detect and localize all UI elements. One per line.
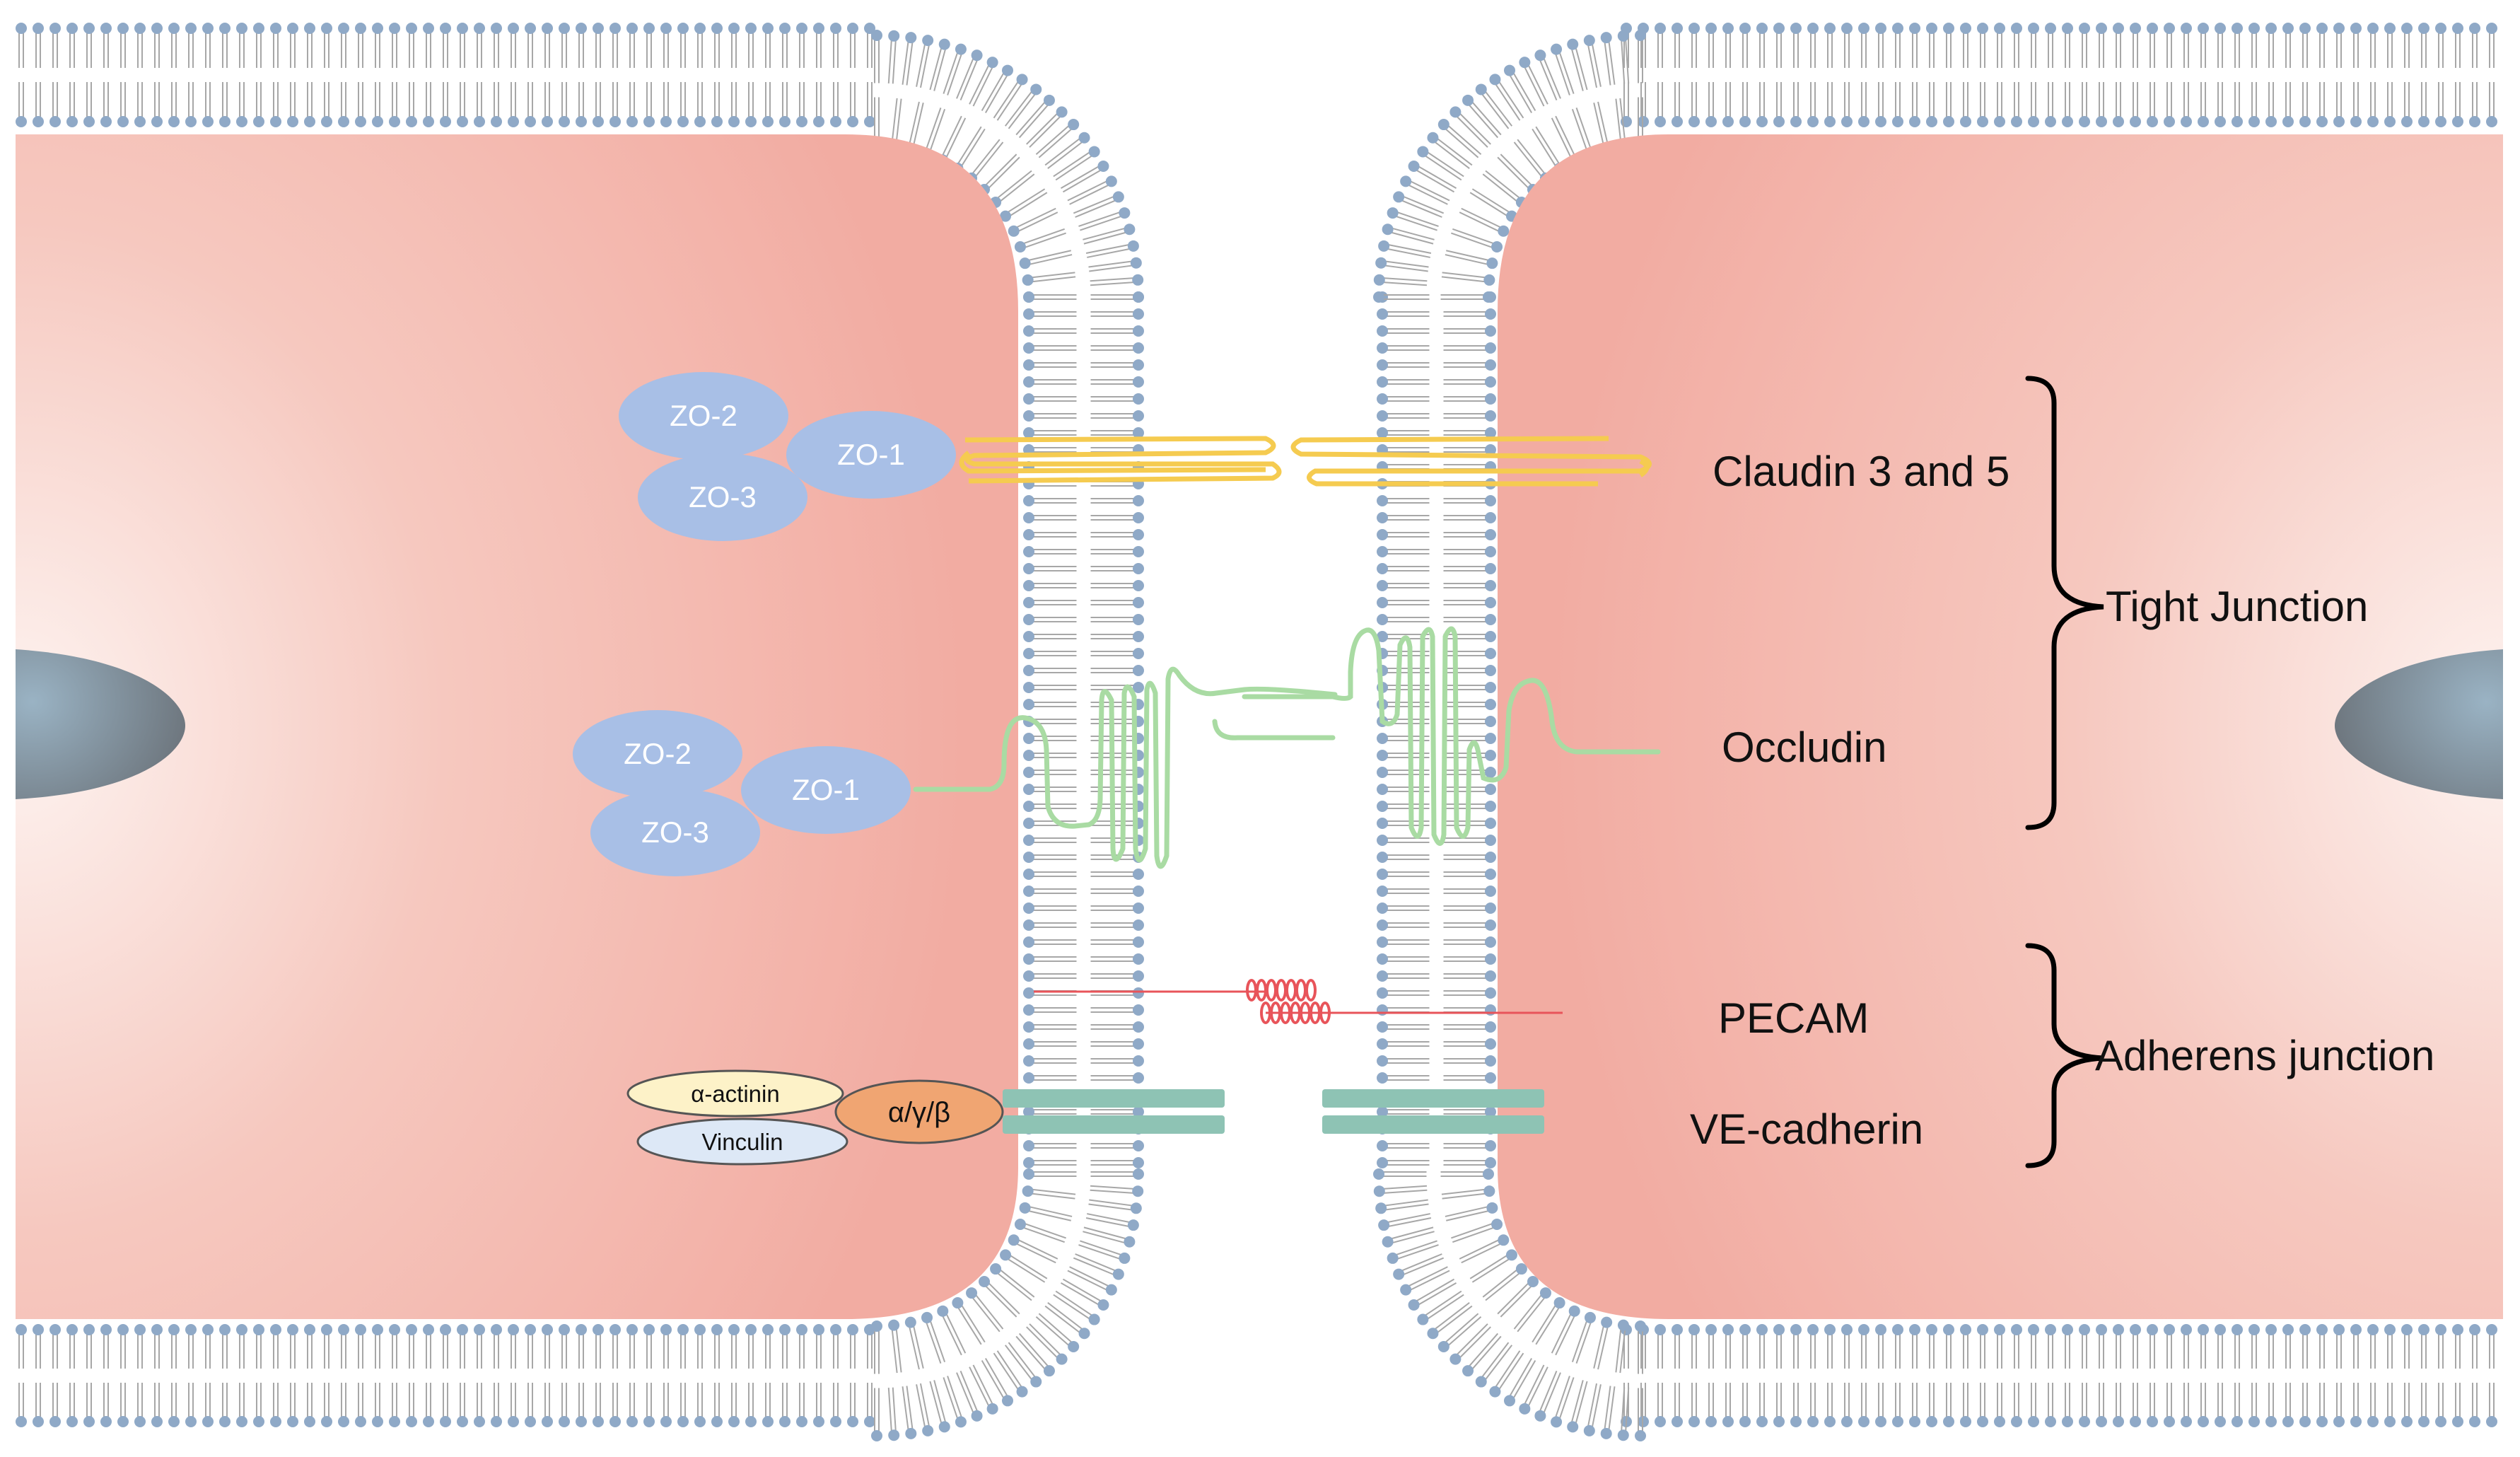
alpha-actinin-label: α-actinin xyxy=(691,1081,779,1107)
zo3-lower xyxy=(590,789,760,876)
ve-cadherin xyxy=(1003,1089,1544,1134)
adherens-junction-label: Adherens junction xyxy=(2095,1032,2434,1079)
zo1-upper xyxy=(786,411,956,499)
zo1-upper-label: ZO-1 xyxy=(837,438,905,471)
zo2-upper-label: ZO-2 xyxy=(670,399,737,432)
adherens-cytoplasmic-complex: α-actinin Vinculin α/γ/β xyxy=(626,1069,1004,1166)
zo1-lower-label: ZO-1 xyxy=(792,773,860,806)
occludin-strands xyxy=(913,626,1661,869)
lipid-bilayer-membranes xyxy=(16,23,2497,1441)
left-nucleus xyxy=(16,649,185,799)
catenin xyxy=(834,1079,1004,1144)
pecam xyxy=(1034,979,1563,1024)
vinculin xyxy=(636,1118,848,1166)
adherens-junction-brace xyxy=(2025,943,2104,1168)
zo2-lower xyxy=(573,710,742,798)
occludin-label: Occludin xyxy=(1722,724,1886,771)
claudin-strands xyxy=(959,436,1652,487)
zo2-lower-label: ZO-2 xyxy=(624,737,692,770)
alpha-actinin xyxy=(626,1069,844,1118)
catenin-label: α/γ/β xyxy=(888,1097,950,1128)
claudin-label: Claudin 3 and 5 xyxy=(1713,448,2009,495)
pecam-label: PECAM xyxy=(1718,994,1869,1042)
zo3-upper xyxy=(638,453,807,541)
zo3-lower-label: ZO-3 xyxy=(641,815,709,849)
tight-junction-brace xyxy=(2025,376,2104,830)
right-nucleus xyxy=(2335,649,2503,799)
tight-junction-label: Tight Junction xyxy=(2106,583,2368,630)
right-cell xyxy=(1498,134,2503,1319)
zo-complex-lower: ZO-2 ZO-3 ZO-1 xyxy=(573,710,911,876)
ve-cadherin-label: VE-cadherin xyxy=(1690,1105,1923,1153)
zo2-upper xyxy=(619,372,788,460)
zo3-upper-label: ZO-3 xyxy=(689,480,757,513)
zo-complex-upper: ZO-2 ZO-3 ZO-1 xyxy=(619,372,956,541)
zo1-lower xyxy=(741,746,911,834)
vinculin-label: Vinculin xyxy=(702,1129,783,1155)
pecam-coils xyxy=(1246,979,1331,1024)
